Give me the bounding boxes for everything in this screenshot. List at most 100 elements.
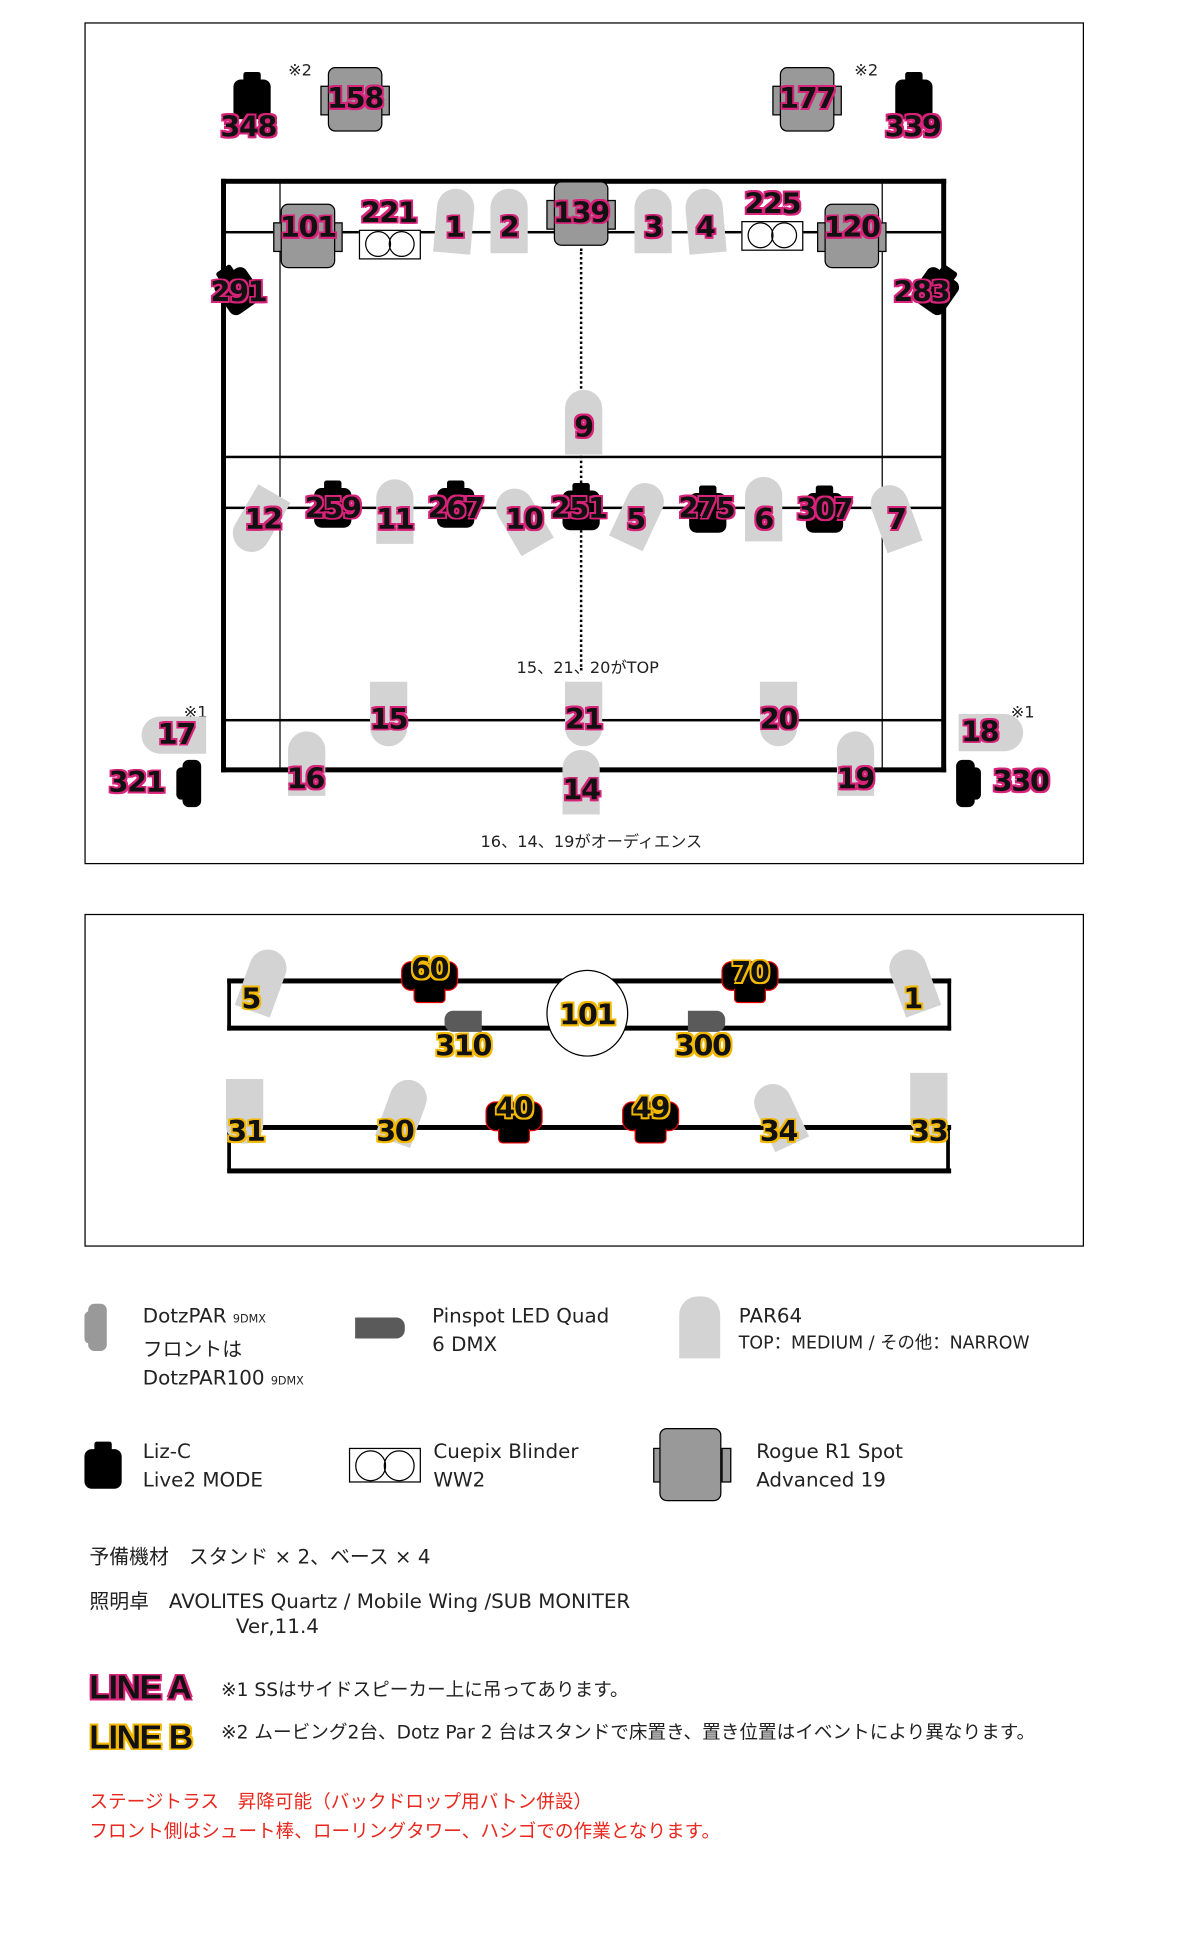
par64-fixture-icon xyxy=(836,731,875,796)
liz-c-fixture-icon xyxy=(805,485,844,533)
liz-c-legend-icon xyxy=(84,1441,122,1489)
fixture-label: 225 xyxy=(744,188,801,222)
fixture-label: 16 xyxy=(286,763,326,796)
fixture-label: 310 xyxy=(435,1030,492,1063)
fixture-label: 49 xyxy=(632,1092,671,1125)
legend-liz-line1: Liz-C xyxy=(142,1439,191,1463)
fixture-label: 18 xyxy=(961,716,1000,749)
fixture-label: 31 xyxy=(227,1116,266,1149)
legend-dotz-name: DotzPAR xyxy=(142,1303,227,1328)
par64-fixture-icon xyxy=(490,188,528,254)
legend-par64: PAR64 TOP：MEDIUM / その他：NARROW xyxy=(739,1301,1030,1358)
legend-rogue-line1: Rogue R1 Spot xyxy=(756,1439,903,1463)
b-pipe-low xyxy=(227,1124,952,1130)
fixture-label: 267 xyxy=(427,492,485,526)
rogue-fixture-icon xyxy=(772,67,842,132)
legend-dotz-line3-dmx: 9DMX xyxy=(270,1375,304,1389)
fixture-label: 120 xyxy=(823,212,881,245)
liz-c-fixture-icon xyxy=(401,961,459,1006)
dotzpar-fixture-icon xyxy=(176,759,202,808)
legend-rogue: Rogue R1 Spot Advanced 19 xyxy=(756,1437,903,1494)
fixture-label: 1 xyxy=(445,212,465,245)
fixture-label: 221 xyxy=(360,197,418,230)
fixture-label: 40 xyxy=(495,1092,534,1125)
mirror-ball-fixture-icon xyxy=(546,969,629,1057)
top-caption: 15、21、20がTOP xyxy=(516,659,659,678)
liz-c-fixture-icon xyxy=(622,1101,680,1146)
legend-dotz-line2: フロントは xyxy=(142,1337,243,1361)
rogue-legend-icon xyxy=(653,1427,732,1503)
rogue-fixture-icon xyxy=(817,203,887,269)
legend-dotz-line3: DotzPAR100 xyxy=(142,1365,265,1390)
line-a-diagram xyxy=(84,22,1085,865)
rogue-fixture-icon xyxy=(320,67,390,132)
par64-fixture-icon xyxy=(562,749,600,815)
liz-c-fixture-icon xyxy=(721,961,779,1006)
b-truss-left xyxy=(227,978,231,1031)
fixture-label: 11 xyxy=(376,504,415,537)
fixture-label: 251 xyxy=(550,492,608,526)
fixture-label: 12 xyxy=(244,504,284,537)
pinspot-fixture-icon xyxy=(444,1010,482,1032)
dotzpar-legend-icon xyxy=(84,1303,109,1351)
fixture-label: 101 xyxy=(279,212,337,245)
truss-left xyxy=(221,178,226,773)
liz-c-fixture-icon xyxy=(233,72,271,120)
fixture-label: 21 xyxy=(564,704,604,737)
fixture-label: 10 xyxy=(505,504,544,537)
par64-fixture-icon xyxy=(564,389,603,455)
fixture-label: 70 xyxy=(731,957,770,990)
fixture-label: 6 xyxy=(754,504,774,537)
fixture-label: 30 xyxy=(376,1116,415,1149)
rogue-fixture-icon xyxy=(546,181,616,246)
pinspot-legend-icon xyxy=(355,1317,405,1339)
center-line xyxy=(579,248,583,671)
line-b-title: LINE B xyxy=(89,1718,193,1756)
console-version: Ver,11.4 xyxy=(235,1614,319,1638)
blinder-legend-icon xyxy=(348,1447,421,1483)
par64-fixture-icon xyxy=(376,479,414,544)
note-2-right: ※2 xyxy=(854,62,879,81)
b-frame-left xyxy=(227,1124,231,1173)
console: 照明卓 AVOLITES Quartz / Mobile Wing /SUB M… xyxy=(89,1589,631,1613)
liz-c-fixture-icon xyxy=(689,485,727,533)
fixture-label: 259 xyxy=(304,492,362,526)
fixture-label: 14 xyxy=(562,774,601,808)
fixture-label: 5 xyxy=(241,983,262,1016)
note-2: ※2 ムービング2台、Dotz Par 2 台はスタンドで床置き、置き位置はイベ… xyxy=(221,1720,1036,1744)
inner-right xyxy=(881,181,883,770)
fixture-label: 5 xyxy=(626,504,646,537)
b-frame-right xyxy=(946,1124,950,1173)
blinder-fixture-icon xyxy=(358,229,421,259)
fixture-label: 300 xyxy=(674,1030,732,1063)
par64-fixture-icon xyxy=(745,476,783,542)
fixture-label: 291 xyxy=(210,276,267,310)
line-b-diagram xyxy=(84,913,1085,1247)
liz-c-fixture-icon xyxy=(895,72,933,120)
b-frame-bottom xyxy=(227,1168,952,1173)
fixture-label: 7 xyxy=(887,504,907,537)
fixture-label: 4 xyxy=(695,212,716,245)
fixture-label: 3 xyxy=(643,212,664,245)
inner-left xyxy=(279,181,281,770)
legend-liz: Liz-C Live2 MODE xyxy=(143,1437,263,1494)
spare-equipment: 予備機材 スタンド × 2、ベース × 4 xyxy=(89,1544,431,1569)
legend-par64-line1: PAR64 xyxy=(738,1303,803,1328)
liz-c-fixture-icon xyxy=(485,1101,543,1146)
fixture-label: 283 xyxy=(893,276,950,310)
fixture-label: 339 xyxy=(884,111,942,145)
legend-pinspot: Pinspot LED Quad 6 DMX xyxy=(432,1301,609,1358)
liz-c-fixture-icon xyxy=(437,480,475,528)
legend-liz-line2: Live2 MODE xyxy=(142,1467,263,1492)
fixture-label: 158 xyxy=(327,83,384,116)
fixture-label: 17 xyxy=(157,718,197,752)
legend-rogue-line2: Advanced 19 xyxy=(756,1467,886,1492)
dotzpar-fixture-icon xyxy=(956,759,981,808)
rogue-fixture-icon xyxy=(273,203,343,269)
b-truss-right xyxy=(947,978,952,1031)
fixture-label: 2 xyxy=(499,212,520,245)
fixture-label: 19 xyxy=(836,763,876,796)
liz-c-fixture-icon xyxy=(562,483,600,531)
legend-blinder-line1: Cuepix Blinder xyxy=(433,1439,579,1463)
truss-note: ステージトラス 昇降可能（バックドロップ用バトン併設） xyxy=(89,1790,593,1813)
